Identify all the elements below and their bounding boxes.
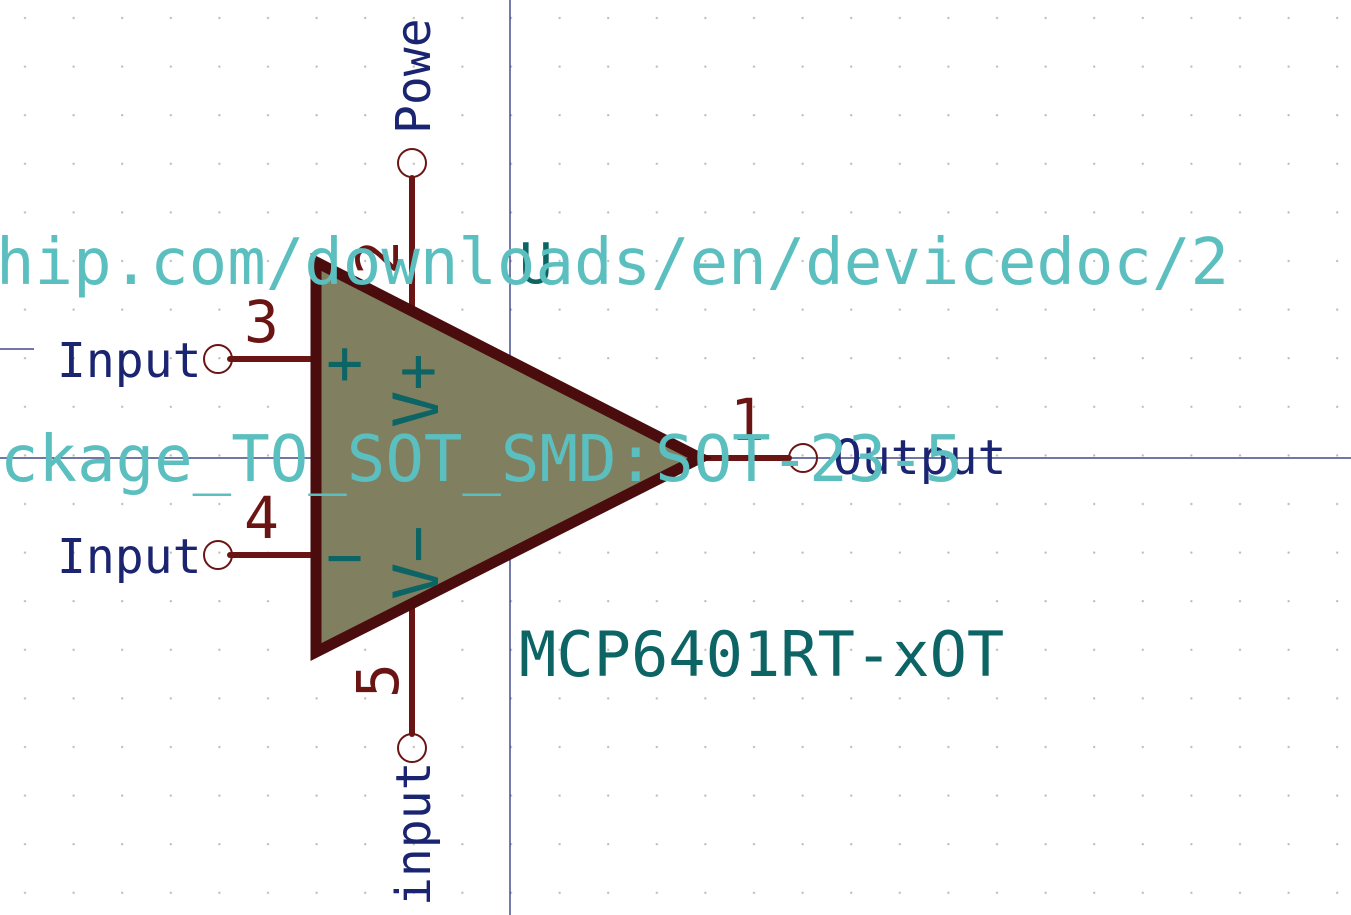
pin-1-number: 1 (730, 386, 765, 454)
pin-2-connection-point[interactable] (397, 148, 427, 178)
vminus-label: V− (380, 525, 453, 600)
pin-3-number: 3 (244, 288, 279, 356)
pin-5-name: input (386, 762, 442, 907)
opamp-body[interactable] (310, 253, 713, 661)
datasheet-field[interactable]: hip.com/downloads/en/devicedoc/2 (0, 226, 1229, 300)
footprint-field[interactable]: ckage_TO_SOT_SMD:SOT-23-5 (0, 423, 963, 497)
pin-4-name: Input (57, 529, 202, 585)
pin-3-name: Input (57, 333, 202, 389)
non-inverting-sign: + (326, 326, 363, 399)
pin-1-connection-point[interactable] (788, 443, 818, 473)
reference-designator[interactable]: U (519, 232, 553, 297)
pin-5-number: 5 (344, 663, 412, 698)
pin-2-number: 2 (344, 240, 412, 275)
pin-5-connection-point[interactable] (397, 733, 427, 763)
pin-1-name: Output (833, 430, 1006, 486)
pin-3-connection-point[interactable] (203, 344, 233, 374)
vplus-label: V+ (380, 353, 453, 428)
pin-4-number: 4 (244, 484, 279, 552)
pin-2-name: Powe (386, 18, 442, 134)
component-value[interactable]: MCP6401RT-xOT (519, 618, 1004, 691)
pin-4-connection-point[interactable] (203, 540, 233, 570)
inverting-sign: − (326, 520, 363, 593)
